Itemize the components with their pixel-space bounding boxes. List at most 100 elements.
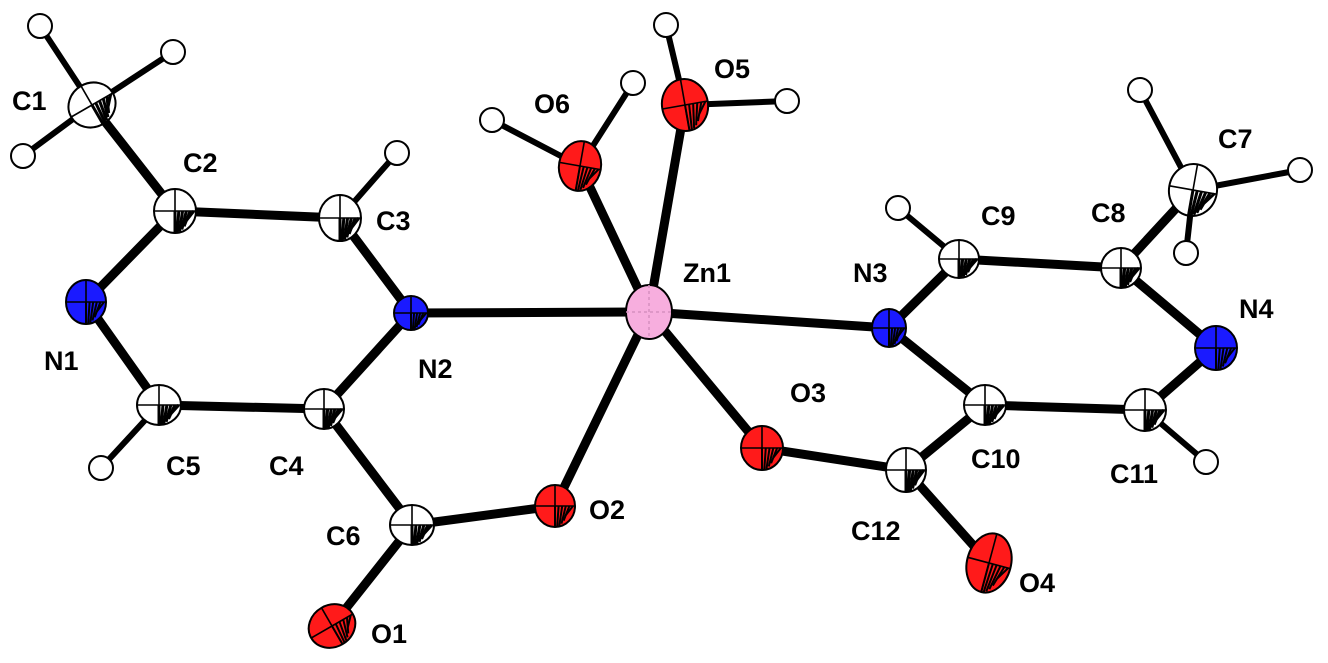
octant-hatching [154,189,196,233]
hydrogen-atom-c11 [1193,449,1219,475]
atom-label-c5: C5 [166,451,201,481]
atom-c7 [1167,163,1219,217]
hatch-line [1150,409,1158,429]
hatch-line [1202,192,1216,205]
hatch-line [995,404,1006,415]
atom-label-o2: O2 [589,495,625,525]
atom-zn1 [625,284,673,340]
hatch-line [1148,409,1155,430]
octant-hatching [559,141,601,191]
principal-axis [320,607,344,645]
bond-c6-o2 [407,501,560,530]
hatch-line [343,217,350,240]
atom-label-c6: C6 [326,521,361,551]
octant-hatching [310,607,354,645]
hatch-line [560,505,567,524]
octant-hatching [1124,389,1166,431]
bond-c12-o3 [757,443,911,475]
atom-n2 [393,295,429,331]
principal-axis [80,85,104,125]
hatch-line [588,168,600,180]
atom-o3 [740,425,784,471]
atom-c6 [389,504,435,546]
bond-c11-c10 [980,400,1150,415]
atom-label-n3: N3 [853,258,888,288]
hatch-line [1121,267,1127,288]
hatch-line [988,565,1002,590]
hatch-line [87,301,91,324]
hatch-line [763,447,767,470]
octant-hatching [964,385,1006,425]
bond-o2-zn1 [550,307,654,511]
hatch-line [688,104,693,130]
hatch-line [1192,191,1203,216]
atom-label-o1: O1 [371,619,407,649]
hatch-line [1123,267,1130,287]
octant-hatching [872,309,906,347]
octant-hatching [662,79,708,131]
hatch-line [91,301,98,321]
octant-hatching [1169,164,1217,216]
hatch-line [1189,190,1199,216]
hatch-line [422,523,433,535]
atom-layer [65,78,1238,649]
hatch-line [889,327,894,347]
hydrogen-atom-c7 [1173,240,1199,266]
hatch-line [695,102,699,126]
atom-label-c11: C11 [1110,459,1158,489]
hatch-line [908,469,915,491]
principal-axis [980,533,998,593]
hatch-line [96,301,105,313]
hatch-line [897,327,906,337]
hydrogen-atom-c3 [384,140,410,166]
atom-n3 [871,308,907,348]
octant-hatching [394,296,428,330]
hatch-line [556,505,560,527]
hatch-line [324,408,330,429]
hatch-line [164,404,173,423]
atom-o4 [965,532,1013,594]
hatch-line [175,210,181,233]
atom-label-c8: C8 [1091,198,1126,228]
atom-o6 [557,140,603,192]
hatch-line [906,469,912,492]
atom-c3 [318,194,362,242]
bond-c9-c8 [954,254,1126,273]
hatch-line [1130,267,1141,278]
hatch-line [911,469,919,489]
octant-hatching [319,195,361,241]
hatch-line [329,408,337,427]
octant-hatching [137,385,181,425]
atom-o2 [534,484,576,528]
hatch-line [411,312,416,330]
hatch-line [340,217,346,241]
hatch-line [961,258,968,277]
hatch-line [767,447,775,467]
hydrogen-atom-c1 [160,39,186,65]
hatch-line [1155,409,1166,421]
atom-label-c4: C4 [269,451,304,481]
atom-c11 [1123,388,1167,432]
octant-hatching [66,280,106,324]
hatch-line [968,258,979,269]
atom-label-c10: C10 [971,444,1021,474]
hatch-line [413,312,419,330]
hatch-line [159,404,165,425]
atom-o1 [307,603,357,649]
principal-axis [679,79,691,131]
octant-hatching [70,85,114,125]
octant-hatching [1195,326,1237,370]
octant-hatching [967,533,1011,593]
octant-hatching [304,389,344,429]
atom-c5 [136,384,182,426]
hydrogen-layer [10,12,1313,481]
hatch-line [990,404,998,423]
octant-hatching [886,448,926,492]
atom-c2 [153,188,197,234]
hatch-line [1126,267,1134,286]
atom-label-n4: N4 [1239,294,1274,324]
octant-hatching [741,426,783,470]
atom-n1 [65,279,107,325]
hatch-line [169,403,180,415]
